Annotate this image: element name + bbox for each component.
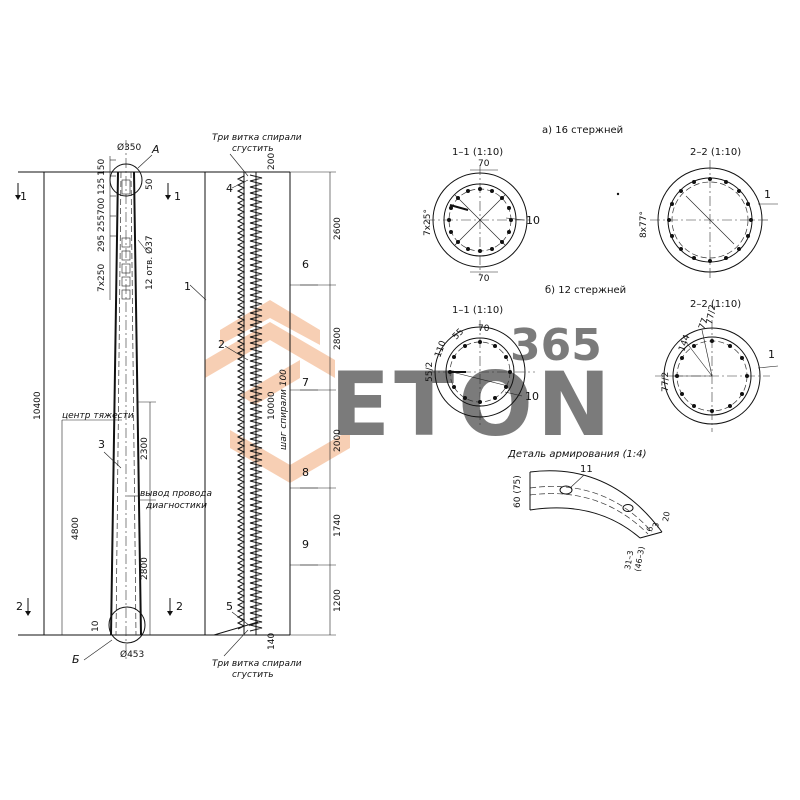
section-2-2-b: 77 77/2 144 77/2 1 — [655, 304, 779, 432]
svg-text:(46–3): (46–3) — [633, 546, 646, 573]
leader-1: 1 — [184, 280, 191, 293]
svg-text:1: 1 — [768, 348, 775, 361]
section-2-2-a: 8х77° 1 — [639, 160, 778, 280]
leader-2: 2 — [218, 338, 225, 351]
svg-text:77/2: 77/2 — [705, 304, 718, 326]
svg-text:31–3: 31–3 — [623, 550, 635, 571]
svg-text:1: 1 — [174, 190, 181, 203]
spiral-coil — [249, 174, 263, 632]
svg-text:70: 70 — [478, 274, 490, 284]
cage-bottom-dim: 140 — [267, 633, 277, 650]
leader-7: 7 — [302, 376, 309, 389]
rebar-dots-b — [448, 340, 512, 404]
svg-text:1: 1 — [764, 188, 771, 201]
pole-outline — [110, 171, 142, 636]
cage-top-note-1: Три витка спирали — [212, 133, 302, 143]
section-2-2-b-title: 2–2 (1:10) — [690, 299, 741, 310]
gravity-center-label: центр тяжести — [62, 411, 134, 421]
mid-length-b: 2800 — [140, 557, 150, 580]
diagnostic-holes — [121, 179, 131, 300]
svg-text:20: 20 — [661, 511, 672, 523]
node-b-circle — [108, 606, 146, 644]
section-1-markers: 1 1 — [15, 183, 181, 203]
svg-text:125: 125 — [97, 178, 107, 195]
bottom-offset: 10 — [91, 620, 101, 632]
svg-text:55: 55 — [451, 327, 466, 342]
section-1-1-a-title: 1–1 (1:10) — [452, 147, 503, 158]
leader-3: 3 — [98, 438, 105, 451]
detail-height: 60 (75) — [513, 475, 523, 508]
top-dimension-chain: 150 125 700 255 295 7х250 — [97, 156, 116, 300]
svg-text:77: 77 — [697, 317, 710, 331]
svg-text:7х250: 7х250 — [97, 263, 107, 292]
reinforcement-cage: Три витка спирали сгустить Три витка спи… — [184, 133, 302, 680]
svg-text:2800: 2800 — [333, 327, 343, 350]
section-2-markers: 2 2 — [16, 598, 183, 616]
svg-text:7х25°: 7х25° — [423, 209, 433, 236]
node-b-label: Б — [72, 653, 80, 666]
svg-text:700: 700 — [97, 198, 107, 215]
svg-text:70: 70 — [478, 159, 490, 169]
leader-6: 6 — [302, 258, 309, 271]
watermark-brand: ETON — [330, 353, 615, 456]
svg-text:70: 70 — [478, 324, 490, 334]
watermark-logo-icon — [205, 300, 350, 483]
leader-4: 4 — [226, 182, 233, 195]
sections-variant-b: б) 12 стержней 1–1 (1:10) 70 55 1 10 55/2 — [425, 285, 779, 432]
node-a-label: А — [151, 143, 160, 156]
lower-length: 4800 — [71, 517, 81, 540]
svg-text:2: 2 — [176, 600, 183, 613]
svg-text:55/2: 55/2 — [425, 362, 435, 382]
variant-b-title: б) 12 стержней — [545, 285, 626, 296]
section-2-2-a-title: 2–2 (1:10) — [690, 147, 741, 158]
top-diameter: Ø350 — [117, 142, 142, 153]
cage-top-dim: 200 — [267, 153, 277, 170]
cage-dimension-chain: 2600 2800 2000 1740 1200 6 7 8 9 — [290, 171, 343, 636]
svg-text:150: 150 — [97, 159, 107, 176]
detail-leader: 11 — [580, 464, 593, 475]
total-length: 10400 — [33, 391, 43, 420]
svg-text:2000: 2000 — [333, 429, 343, 452]
variant-a-title: а) 16 стержней — [542, 125, 623, 136]
cage-bottom-note-2: сгустить — [232, 670, 274, 680]
top-offset: 50 — [145, 178, 155, 190]
section-1-1-b-title: 1–1 (1:10) — [452, 305, 503, 316]
pole-elevation: А Ø350 Б Ø453 150 125 700 255 295 7х250 — [15, 140, 212, 666]
detail-rebar — [559, 485, 573, 495]
section-1-1-a: 70 70 7х25° 10 — [423, 159, 540, 284]
svg-text:3: 3 — [651, 522, 661, 529]
rebar-dots-b2 — [675, 339, 749, 413]
svg-text:6: 6 — [645, 526, 655, 533]
svg-text:255: 255 — [97, 215, 107, 232]
watermark-number: 365 — [510, 320, 602, 371]
svg-text:2: 2 — [16, 600, 23, 613]
detail-title: Деталь армирования (1:4) — [507, 449, 647, 460]
bottom-diameter: Ø453 — [120, 649, 144, 660]
svg-text:1: 1 — [20, 190, 27, 203]
cage-top-note-2: сгустить — [232, 144, 274, 154]
svg-text:2600: 2600 — [333, 217, 343, 240]
sections-variant-a: а) 16 стержней 1–1 (1:10) 70 — [423, 125, 778, 284]
cage-mid-length: 10000 — [267, 391, 277, 420]
svg-text:8х77°: 8х77° — [639, 211, 649, 238]
diagnostic-wire-1: вывод провода — [140, 489, 212, 499]
spiral-pitch: шаг спирали 100 — [279, 369, 289, 450]
mid-length-a: 2300 — [140, 437, 150, 460]
reinforcement-detail: Деталь армирования (1:4) 11 60 (75) 20 3… — [507, 449, 672, 572]
svg-text:1740: 1740 — [333, 514, 343, 537]
cage-bottom-note-1: Три витка спирали — [212, 659, 302, 669]
svg-text:77/2: 77/2 — [661, 372, 671, 392]
leader-9: 9 — [302, 538, 309, 551]
holes-note: 12 отв. Ø37 — [144, 235, 155, 290]
diagnostic-wire-2: диагностики — [145, 501, 207, 511]
svg-text:10: 10 — [525, 390, 539, 403]
rebar-dots-a2 — [667, 177, 753, 263]
svg-text:10: 10 — [526, 214, 540, 227]
svg-text:295: 295 — [97, 235, 107, 252]
leader-8: 8 — [302, 466, 309, 479]
svg-text:1200: 1200 — [333, 589, 343, 612]
leader-5: 5 — [226, 600, 233, 613]
rebar-dots-a — [447, 187, 513, 253]
